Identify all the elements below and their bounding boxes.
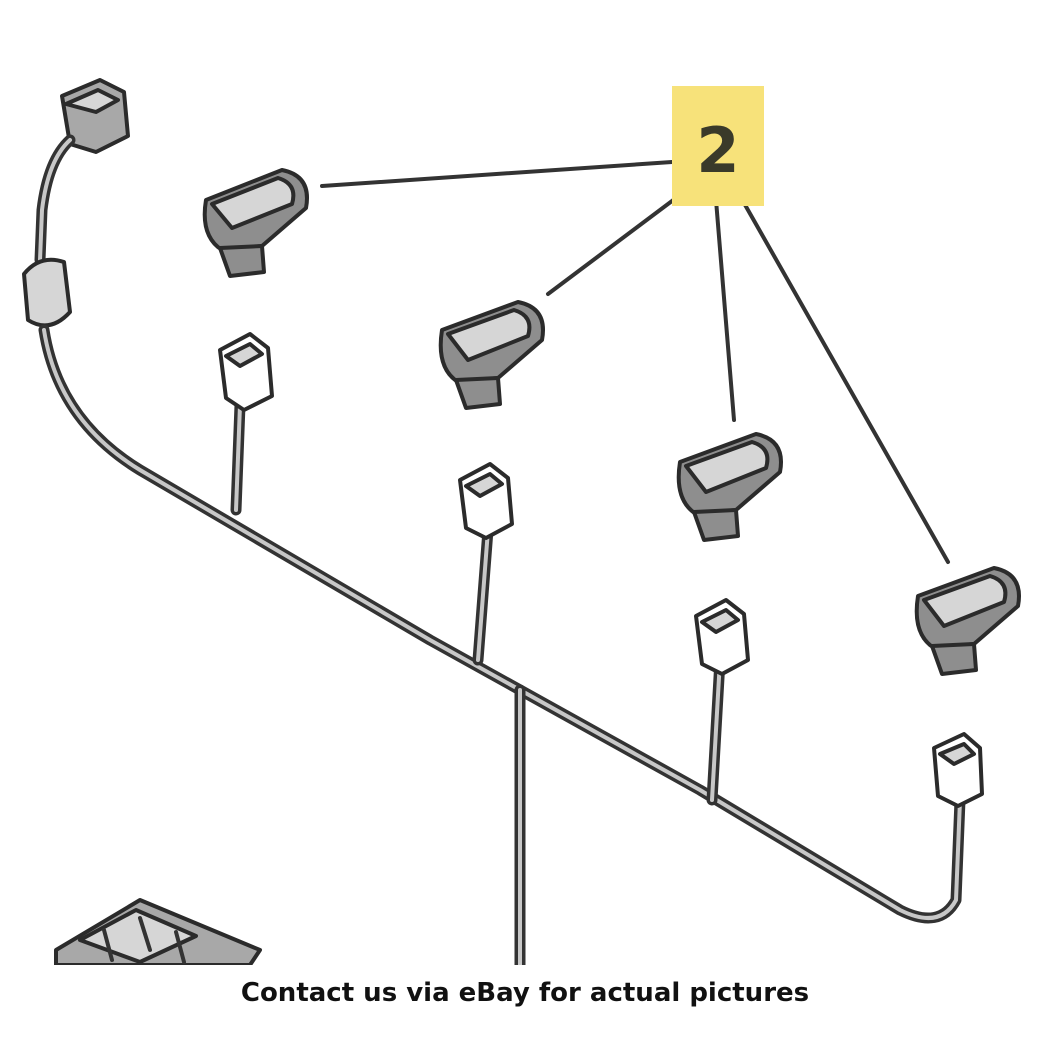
parts-diagram: 2 [22, 78, 1021, 965]
parking-sensor [438, 300, 545, 410]
mounting-bracket [54, 898, 262, 965]
callout-leader-lines [320, 160, 950, 564]
wiring-harness [38, 324, 966, 965]
sensor-connector [932, 732, 984, 808]
main-harness-connector [22, 78, 130, 328]
caption-text: Contact us via eBay for actual pictures [240, 978, 810, 1008]
callout-box [672, 86, 764, 206]
parking-sensor [676, 432, 783, 542]
sensor-connector [458, 462, 514, 540]
sensor-connector [218, 332, 274, 412]
sensor-connector [694, 598, 750, 676]
callout-number: 2 [696, 114, 739, 187]
part-number-callout: 2 [672, 86, 764, 206]
parking-sensor [914, 566, 1021, 676]
parking-sensor [202, 168, 309, 278]
